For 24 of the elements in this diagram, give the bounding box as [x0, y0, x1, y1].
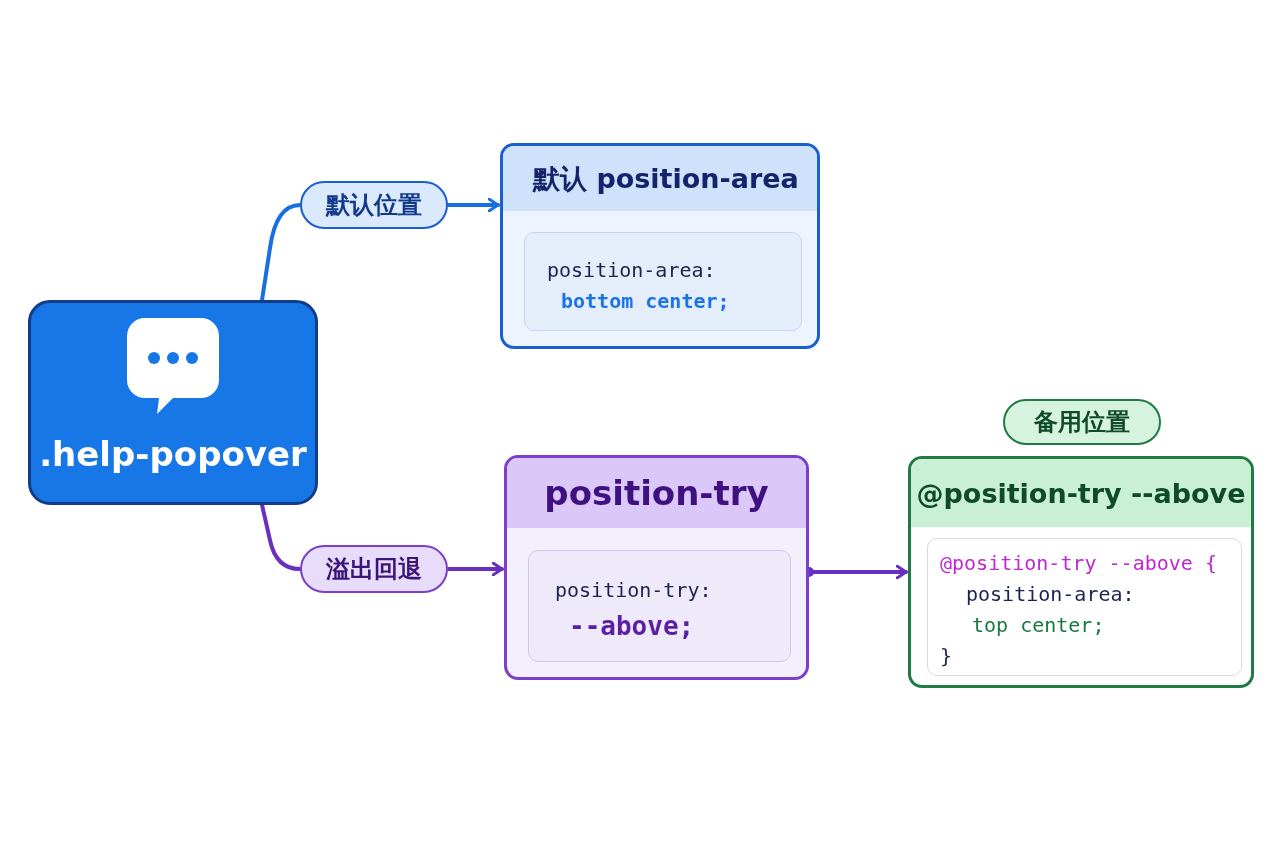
rule-card — [908, 456, 1254, 688]
card-title: @position-try --above — [916, 477, 1246, 509]
rule-card — [504, 455, 809, 680]
code-line: position-try: — [555, 576, 712, 604]
card-title: position-try — [544, 473, 769, 513]
component-box — [28, 300, 318, 505]
step-pill: 备用位置 — [1003, 399, 1161, 445]
code-line: } — [940, 642, 953, 670]
step-pill: 默认位置 — [300, 181, 448, 229]
code-block — [927, 538, 1242, 676]
step-pill: 溢出回退 — [300, 545, 448, 593]
rule-card — [500, 143, 820, 349]
code-block — [524, 232, 802, 331]
code-block — [528, 550, 791, 662]
code-line: bottom center; — [561, 288, 730, 315]
code-line: --above; — [569, 609, 695, 643]
code-line: @position-try --above { — [940, 549, 1217, 577]
connector-arrow — [446, 197, 500, 213]
component-name: .help-popover — [39, 434, 307, 474]
code-line: position-area: — [966, 580, 1135, 608]
code-line: position-area: — [547, 257, 716, 284]
connector-arrow — [446, 561, 504, 577]
code-line: top center; — [972, 611, 1105, 639]
card-title: 默认 position-area — [533, 161, 799, 196]
